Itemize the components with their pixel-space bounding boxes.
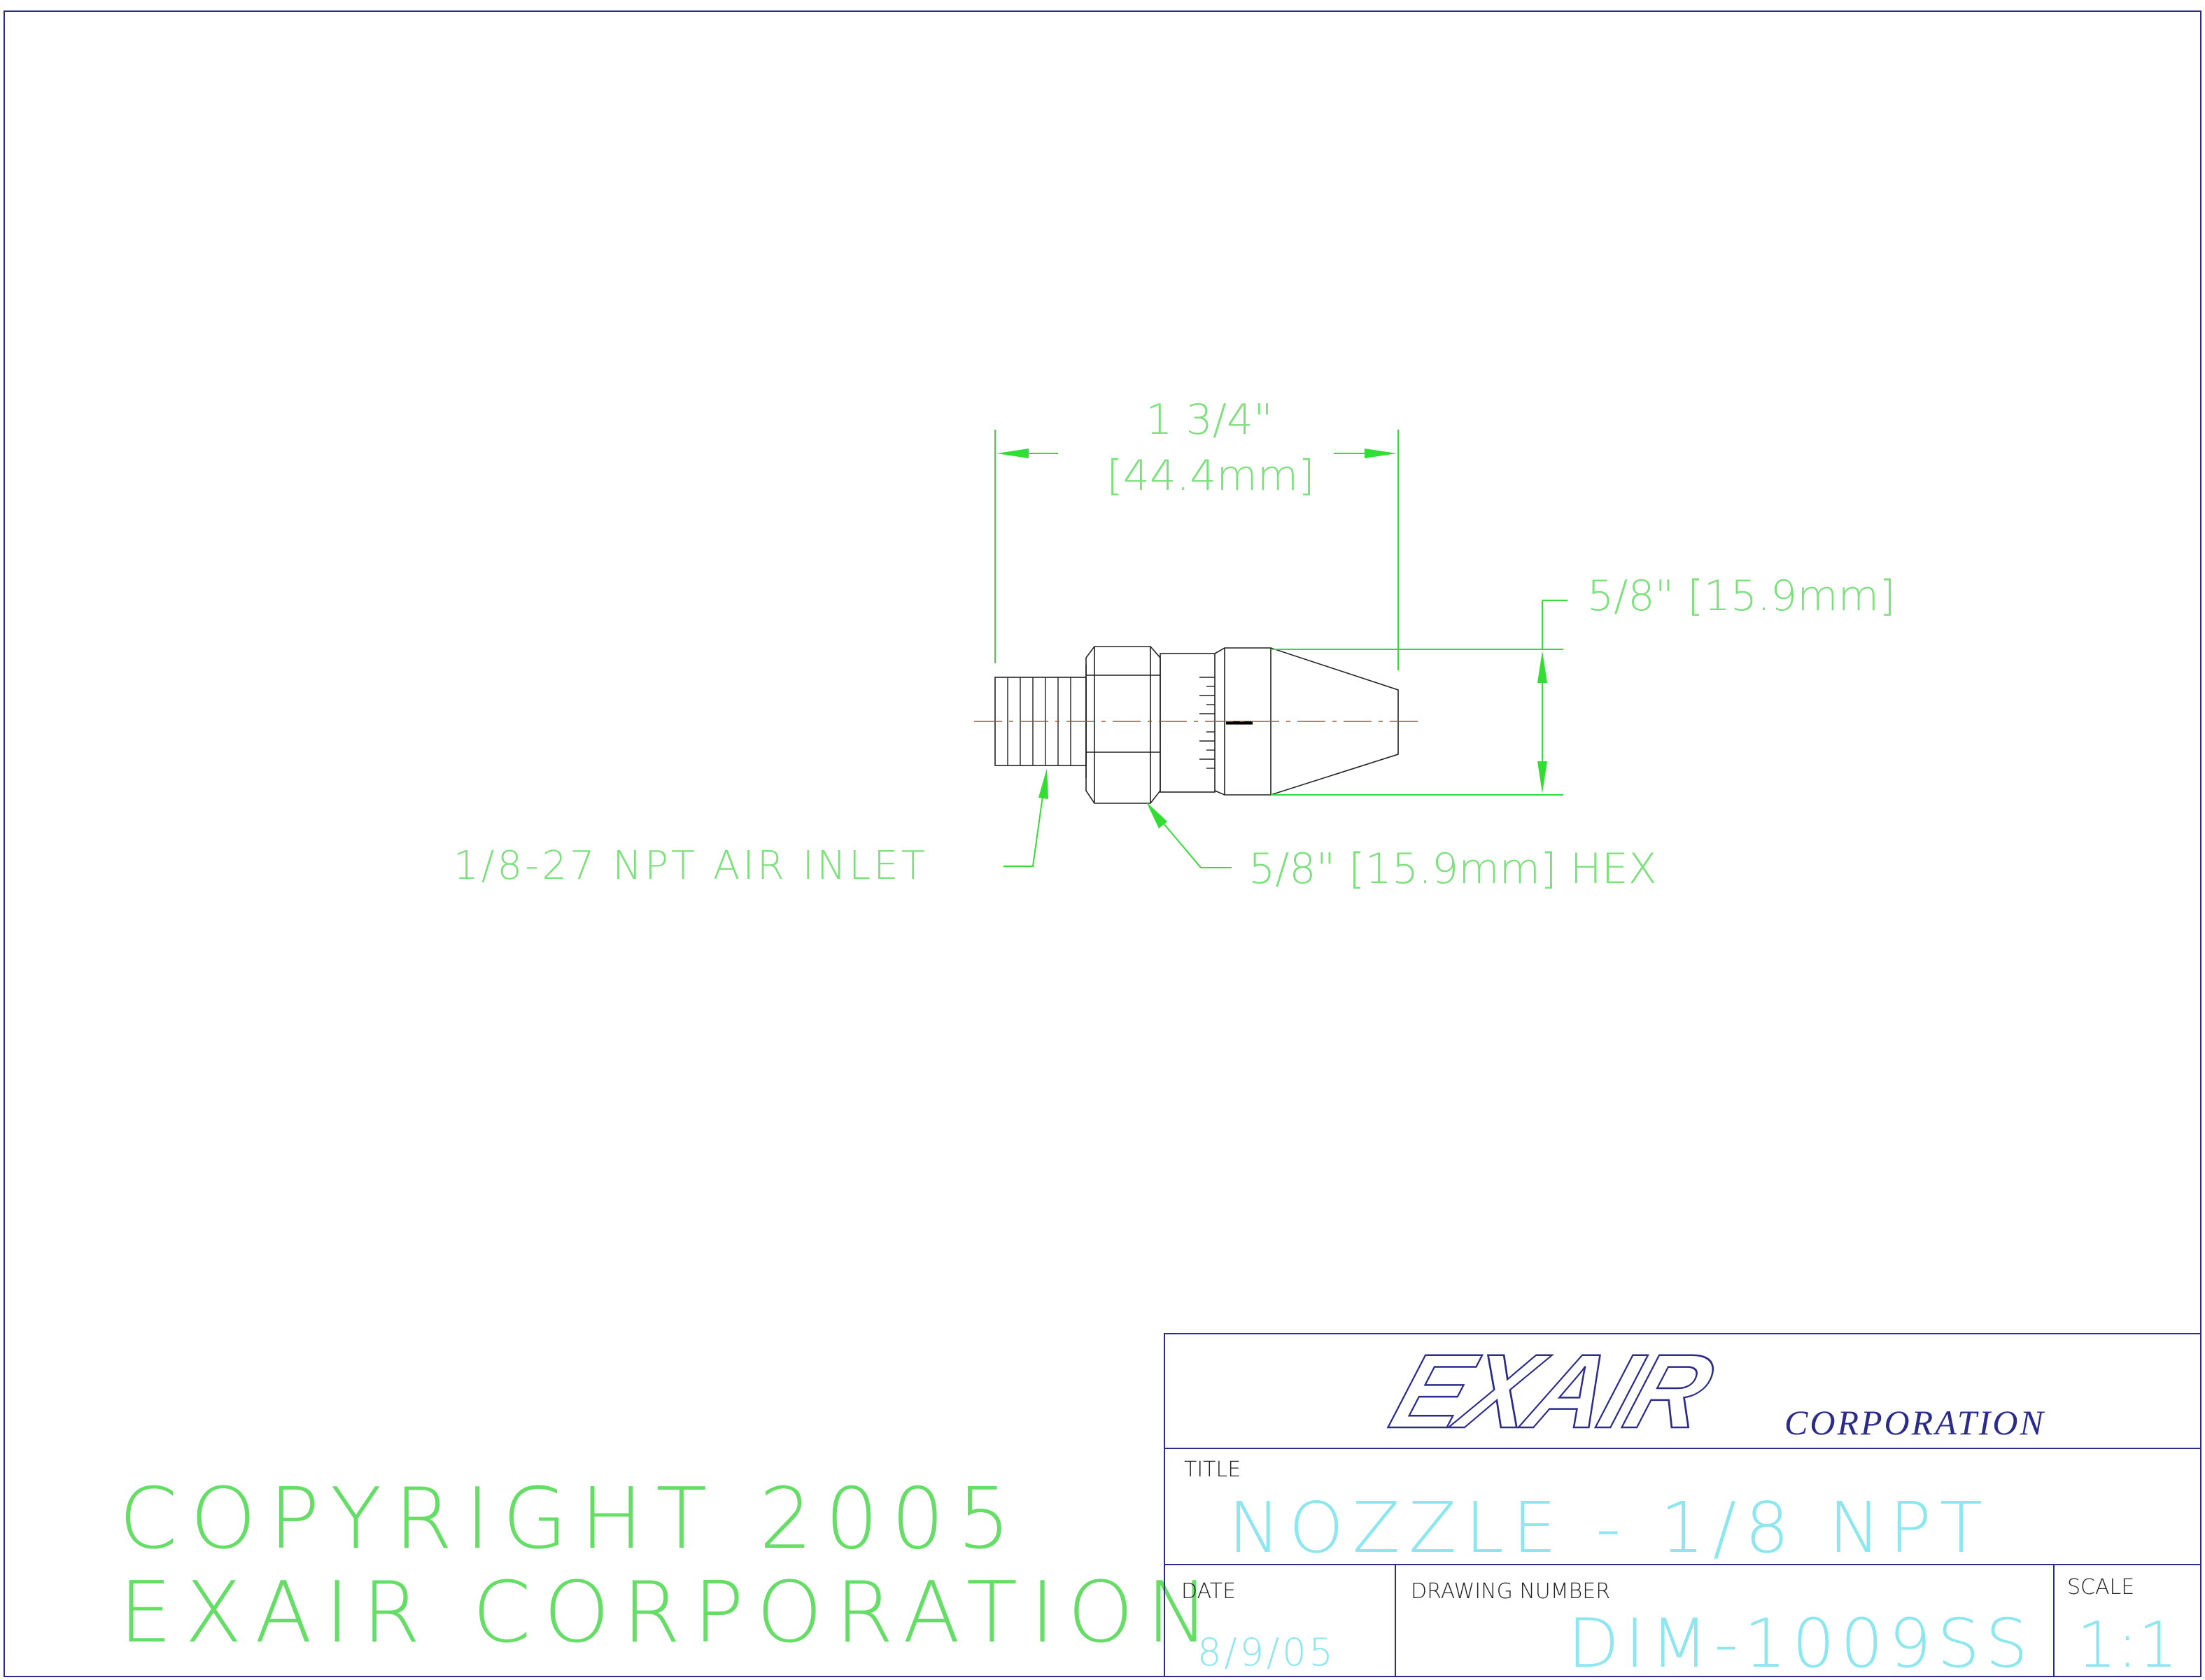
date-value: 8/9/05 xyxy=(1197,1630,1336,1674)
date-label: DATE xyxy=(1181,1579,1236,1604)
nozzle-part xyxy=(994,646,1399,804)
hex-leader-arrow xyxy=(1146,802,1167,828)
length-arrow-left xyxy=(996,449,1029,458)
diameter-arrow-bottom xyxy=(1537,761,1547,793)
title-label: TITLE xyxy=(1184,1457,1241,1482)
exair-logo: EXAIR xyxy=(1379,1333,1726,1450)
drawing-number-value: DIM-1009SS xyxy=(1568,1604,2034,1680)
hex-body xyxy=(1085,646,1161,804)
length-arrow-right xyxy=(1365,449,1397,458)
inlet-label: 1/8-27 NPT AIR INLET xyxy=(453,843,928,889)
inlet-leader-arrow xyxy=(1038,768,1048,799)
diameter-dimension xyxy=(1271,600,1568,796)
length-dimension xyxy=(994,430,1399,670)
sheet-border xyxy=(3,10,2202,1677)
title-block xyxy=(1164,1333,2202,1677)
copyright-line-2: EXAIR CORPORATION xyxy=(119,1565,1222,1662)
copyright-line-1: COPYRIGHT 2005 xyxy=(119,1471,1023,1568)
inlet-leader xyxy=(1003,796,1043,867)
hex-leader xyxy=(1162,822,1232,868)
diameter-arrow-top xyxy=(1537,651,1547,683)
collar-graduations xyxy=(1199,677,1215,769)
nozzle-cone xyxy=(1214,647,1399,796)
hex-label: 5/8" [15.9mm] HEX xyxy=(1248,845,1657,894)
drawing-number-label: DRAWING NUMBER xyxy=(1411,1579,1610,1604)
diameter-dim-label: 5/8" [15.9mm] xyxy=(1587,572,1896,621)
title-value: NOZZLE - 1/8 NPT xyxy=(1228,1487,1991,1569)
scale-value: 1:1 xyxy=(2077,1609,2178,1680)
adjust-collar xyxy=(1160,653,1216,793)
length-dim-metric: [44.4mm] xyxy=(1106,451,1314,500)
length-dim-imperial: 1 3/4" xyxy=(1146,395,1272,444)
scale-label: SCALE xyxy=(2067,1575,2134,1600)
company-suffix: CORPORATION xyxy=(1784,1403,2045,1442)
